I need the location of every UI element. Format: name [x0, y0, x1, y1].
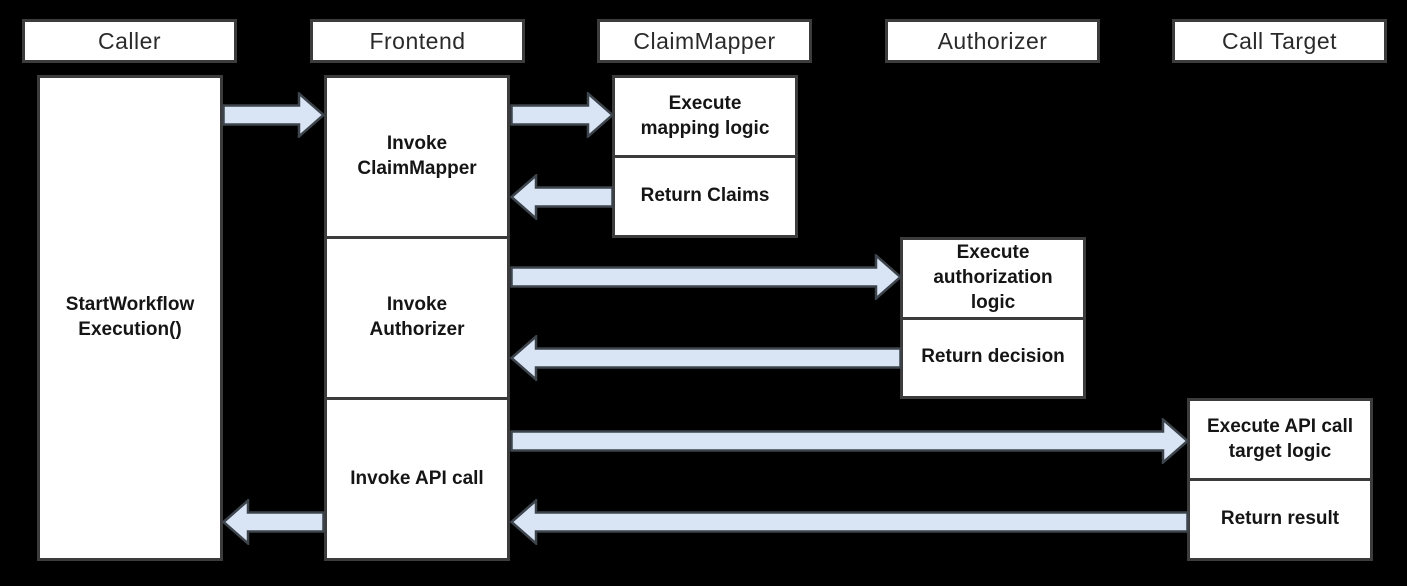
arrow-caller-to-frontend — [222, 92, 325, 138]
lane-header-authorizer: Authorizer — [885, 19, 1100, 63]
activation-authorizer-stack: Execute authorization logic Return decis… — [900, 237, 1086, 399]
activation-label: Invoke API call — [350, 467, 484, 489]
activation-label: Invoke ClaimMapper — [357, 133, 477, 179]
arrow-authorizer-to-frontend-return — [510, 335, 902, 381]
activation-label: Return Claims — [640, 185, 770, 207]
lane-header-caller: Caller — [22, 19, 237, 63]
activation-frontend-invoke-api-call: Invoke API call — [327, 397, 507, 558]
activation-call-target-stack: Execute API call target logic Return res… — [1187, 398, 1373, 561]
activation-frontend-invoke-claimmapper: Invoke ClaimMapper — [327, 78, 507, 236]
activation-caller-startworkflow: StartWorkflow Execution() — [37, 75, 223, 561]
arrow-frontend-to-caller-return — [222, 499, 325, 545]
activation-call-target-return: Return result — [1190, 478, 1370, 558]
arrow-frontend-to-claimmapper — [510, 92, 614, 138]
arrow-frontend-to-authorizer — [510, 254, 902, 300]
arrow-frontend-to-call-target — [510, 418, 1189, 464]
activation-frontend-invoke-authorizer: Invoke Authorizer — [327, 236, 507, 397]
activation-label: Execute API call target logic — [1206, 415, 1354, 462]
activation-authorizer-execute: Execute authorization logic — [903, 240, 1083, 317]
activation-label: Execute mapping logic — [640, 92, 770, 139]
activation-call-target-execute: Execute API call target logic — [1190, 401, 1370, 478]
lane-header-frontend: Frontend — [310, 19, 525, 63]
activation-label: StartWorkflow Execution() — [65, 294, 195, 340]
arrow-claimmapper-to-frontend-return — [510, 174, 614, 220]
activation-claimmapper-execute: Execute mapping logic — [615, 78, 795, 155]
lane-header-call-target: Call Target — [1172, 19, 1387, 63]
activation-claimmapper-stack: Execute mapping logic Return Claims — [612, 75, 798, 238]
activation-label: Return decision — [921, 346, 1065, 368]
activation-frontend-stack: Invoke ClaimMapper Invoke Authorizer Inv… — [324, 75, 510, 561]
activation-label: Return result — [1220, 508, 1340, 530]
activation-label: Invoke Authorizer — [369, 294, 465, 340]
activation-label: Execute authorization logic — [933, 242, 1053, 313]
arrow-call-target-to-frontend-return — [510, 499, 1189, 545]
activation-claimmapper-return: Return Claims — [615, 155, 795, 235]
activation-authorizer-return: Return decision — [903, 316, 1083, 397]
lane-header-claimmapper: ClaimMapper — [597, 19, 812, 63]
